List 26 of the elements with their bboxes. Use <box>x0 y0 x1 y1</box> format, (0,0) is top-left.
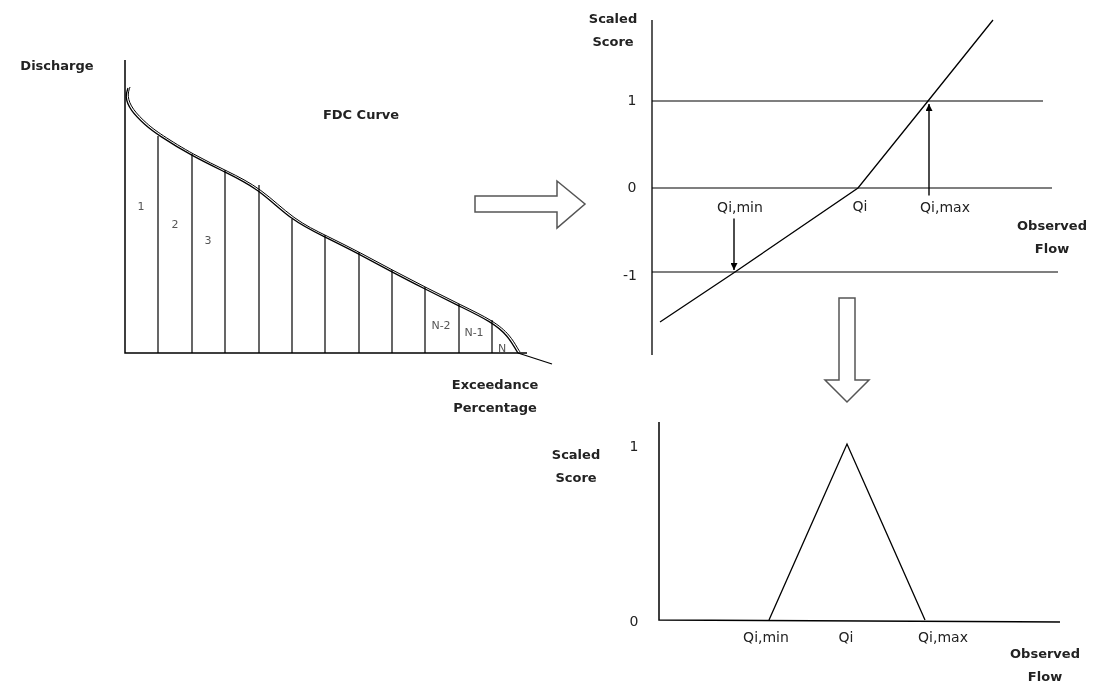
axis-title: Scaled Score <box>587 9 639 51</box>
axis-point-label: Qi <box>852 197 868 217</box>
tick-label: 1 <box>629 437 639 457</box>
strip-number: 2 <box>171 217 179 234</box>
pointer-arrow <box>925 103 933 197</box>
pointer-arrow <box>730 217 738 271</box>
axis-title: Exceedance Percentage <box>450 375 540 417</box>
axis-title: Discharge <box>20 57 94 76</box>
chart-title: FDC Curve <box>322 106 400 125</box>
tick-label: 0 <box>629 612 639 632</box>
axis-point-label: Qi,min <box>717 198 763 216</box>
axis-point-label: Qi <box>838 628 854 648</box>
tick-label: -1 <box>623 266 637 286</box>
strip-number: N-2 <box>431 318 451 335</box>
strip-number: N <box>497 341 507 358</box>
tick-label: 0 <box>627 178 637 198</box>
axis-title: Scaled Score <box>550 445 602 487</box>
strip-number: 3 <box>204 233 212 250</box>
tick-label: 1 <box>627 91 637 111</box>
axis-point-label: Qi,max <box>918 628 968 648</box>
strip-number: 1 <box>137 199 145 216</box>
axis-title: Observed Flow <box>1017 216 1087 258</box>
axis-title: Observed Flow <box>1010 644 1080 686</box>
strip-number: N-1 <box>464 325 484 342</box>
axis-point-label: Qi,min <box>743 628 789 648</box>
axis-point-label: Qi,max <box>920 198 970 216</box>
